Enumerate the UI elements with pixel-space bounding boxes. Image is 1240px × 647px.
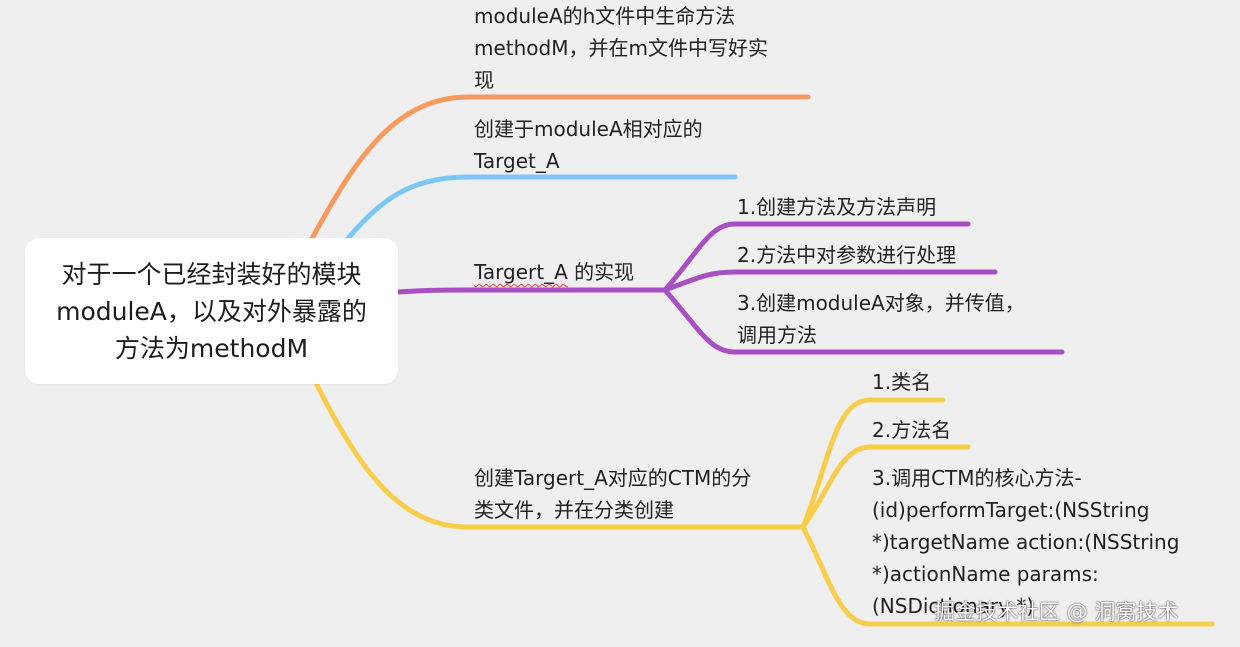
connector-purple-child-3 — [662, 287, 1065, 355]
connector-yellow-child-2 — [800, 444, 971, 530]
purple-child-1-line-1: 1.创建方法及方法声明 — [737, 195, 937, 219]
branch-1-line-2: methodM，并在m文件中写好实 — [474, 36, 768, 60]
branch-4-line-2: 类文件，并在分类创建 — [474, 498, 674, 522]
purple-child-1-node[interactable]: 1.创建方法及方法声明 — [737, 191, 936, 223]
yellow-child-3-node[interactable]: 3.调用CTM的核心方法- (id)performTarget:(NSStrin… — [872, 462, 1179, 622]
branch-1-line-1: moduleA的h文件中生命方法 — [474, 4, 736, 28]
connector-branch-1 — [307, 94, 471, 245]
yellow-child-3-line-3: *)targetName action:(NSString — [872, 530, 1180, 554]
root-line-3: 方法为methodM — [114, 333, 309, 363]
watermark: 掘金技术社区 @ 洞窝技术 — [934, 600, 1179, 624]
root-line-2: moduleA，以及对外暴露的 — [56, 296, 367, 326]
purple-child-3-line-2: 调用方法 — [737, 323, 817, 347]
connector-branch-4 — [314, 382, 471, 530]
yellow-child-3-line-4: *)actionName params: — [872, 562, 1099, 586]
branch-2-line-2: Target_A — [474, 149, 560, 173]
branch-4-line-1: 创建Targert_A对应的CTM的分 — [474, 466, 752, 490]
connector-purple-child-1 — [662, 221, 971, 293]
yellow-child-1-node[interactable]: 1.类名 — [872, 366, 931, 398]
yellow-child-2-line-1: 2.方法名 — [872, 418, 952, 442]
branch-3-label-keyword: Targert_A — [474, 260, 568, 284]
connector-branch-2 — [342, 174, 471, 245]
connector-branch-3 — [395, 287, 471, 295]
yellow-child-3-line-2: (id)performTarget:(NSString — [872, 498, 1150, 522]
yellow-child-2-node[interactable]: 2.方法名 — [872, 414, 951, 446]
purple-child-2-line-1: 2.方法中对参数进行处理 — [737, 243, 957, 267]
branch-2-node[interactable]: 创建于moduleA相对应的 Target_A — [474, 113, 703, 177]
purple-child-3-line-1: 3.创建moduleA对象，并传值， — [737, 291, 1025, 315]
branch-2-line-1: 创建于moduleA相对应的 — [474, 117, 703, 141]
yellow-child-3-line-5: (NSDictionary *) — [872, 594, 1035, 618]
purple-child-3-node[interactable]: 3.创建moduleA对象，并传值， 调用方法 — [737, 287, 1025, 351]
connector-yellow-child-3 — [800, 524, 1215, 627]
yellow-child-3-line-1: 3.调用CTM的核心方法- — [872, 466, 1082, 490]
purple-child-2-node[interactable]: 2.方法中对参数进行处理 — [737, 239, 956, 271]
branch-1-node[interactable]: moduleA的h文件中生命方法 methodM，并在m文件中写好实 现 — [474, 0, 768, 96]
yellow-child-1-line-1: 1.类名 — [872, 370, 932, 394]
connector-purple-child-2 — [662, 269, 998, 293]
root-node[interactable]: 对于一个已经封装好的模块 moduleA，以及对外暴露的 方法为methodM — [25, 238, 398, 384]
root-line-1: 对于一个已经封装好的模块 — [61, 259, 362, 289]
branch-3-label-rest: 的实现 — [567, 260, 635, 284]
branch-3-node[interactable]: Targert_A 的实现 — [474, 256, 634, 288]
branch-1-line-3: 现 — [474, 68, 494, 92]
connector-yellow-child-1 — [800, 397, 946, 530]
branch-4-node[interactable]: 创建Targert_A对应的CTM的分 类文件，并在分类创建 — [474, 462, 751, 526]
